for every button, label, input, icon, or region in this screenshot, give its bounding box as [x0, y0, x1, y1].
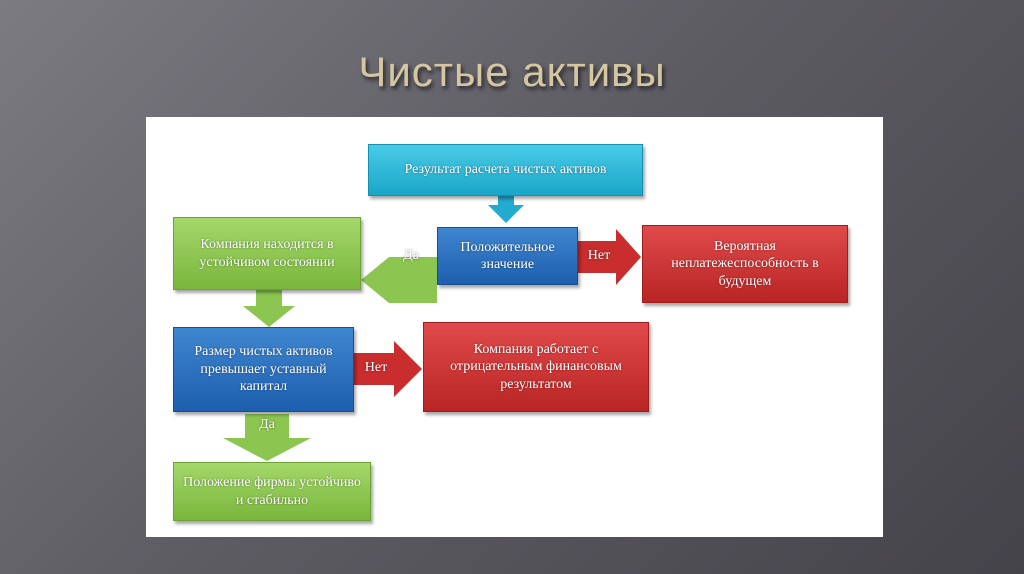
edge-label-exceed-to-negative: Нет [364, 360, 388, 375]
arrow-exceed-to-negative [354, 341, 422, 397]
node-result: Результат расчета чистых активов [368, 144, 643, 196]
arrow-exceed-to-firm-stable [223, 414, 311, 461]
arrow-stable-to-exceed [243, 290, 295, 327]
node-net-assets-exceed: Размер чистых активов превышает уставный… [173, 327, 354, 412]
edge-label-positive-to-insolvency: Нет [587, 248, 611, 263]
arrow-positive-to-stable [361, 257, 437, 303]
edge-label-positive-to-stable: Да [403, 248, 419, 263]
arrow-result-to-positive [488, 187, 524, 223]
flowchart-arrows [223, 187, 641, 461]
arrow-positive-to-insolvency [577, 229, 641, 285]
edge-label-exceed-to-firm-stable: Да [259, 417, 275, 432]
flowchart-panel: Результат расчета чистых активов Положит… [146, 117, 883, 537]
node-positive: Положительное значение [437, 227, 578, 285]
slide-title: Чистые активы [358, 48, 666, 95]
node-stable-state: Компания находится в устойчивом состояни… [173, 217, 361, 290]
node-firm-stable: Положение фирмы устойчиво и стабильно [173, 462, 371, 521]
node-negative-result: Компания работает с отрицательным финанс… [423, 322, 649, 412]
node-insolvency: Вероятная неплатежеспособность в будущем [642, 225, 848, 303]
